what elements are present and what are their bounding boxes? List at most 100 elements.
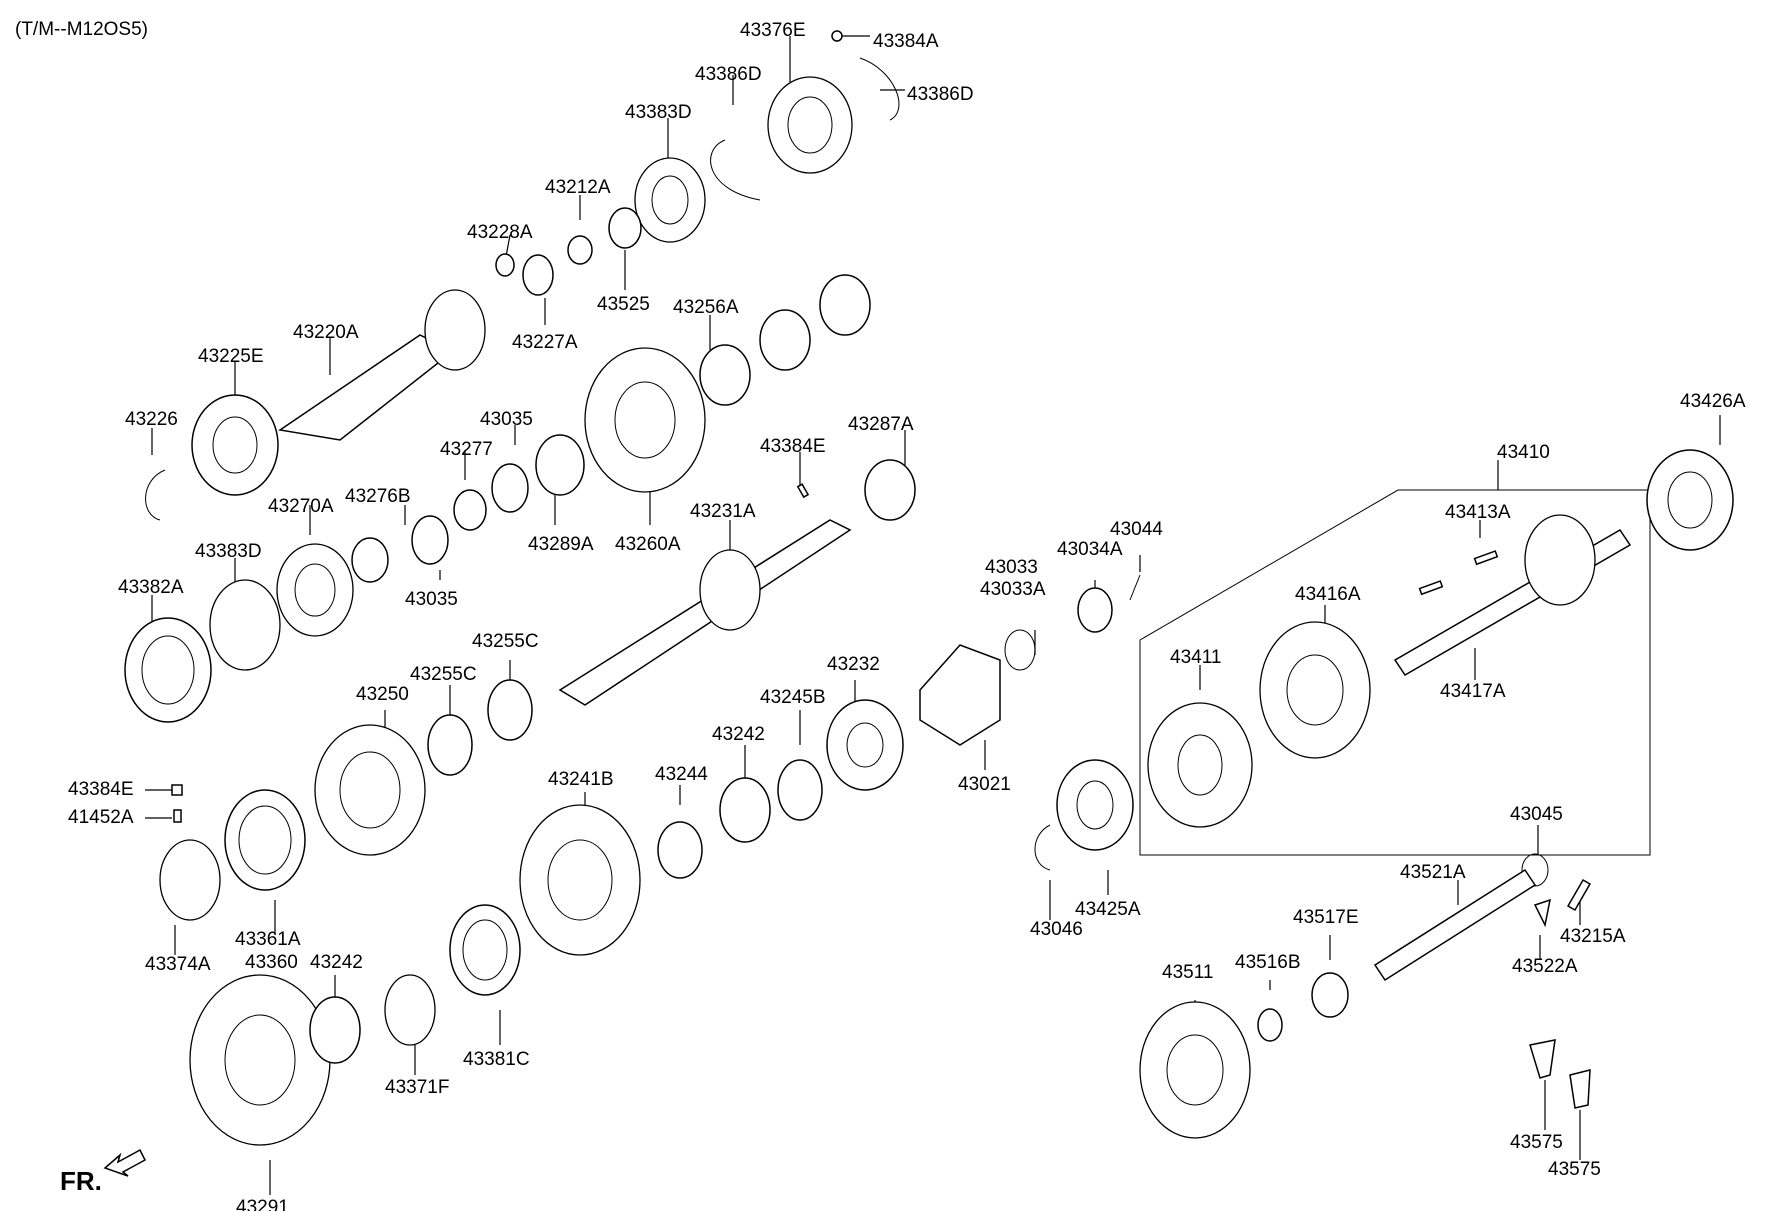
label-43384a: 43384A bbox=[873, 31, 939, 52]
front-direction-arrow-icon bbox=[103, 1148, 146, 1177]
bearing-43256a-1 bbox=[699, 344, 751, 406]
synchro-ring-43383d-mid bbox=[209, 579, 281, 671]
detent-43384e bbox=[171, 784, 183, 796]
label-43044: 43044 bbox=[1110, 519, 1163, 540]
label-43035-top: 43035 bbox=[480, 409, 533, 430]
label-43383d-top: 43383D bbox=[625, 102, 692, 123]
label-43386d-top: 43386D bbox=[695, 64, 762, 85]
gear-43416a bbox=[1259, 621, 1371, 759]
label-43289a: 43289A bbox=[528, 534, 594, 555]
label-43242-b: 43242 bbox=[310, 952, 363, 973]
bearing-43255c-b bbox=[427, 714, 473, 776]
label-43517e: 43517E bbox=[1293, 907, 1359, 928]
label-43287a: 43287A bbox=[848, 414, 914, 435]
fork-43575-b bbox=[1569, 1069, 1591, 1109]
pin-43384e bbox=[796, 483, 810, 499]
label-43212a: 43212A bbox=[545, 177, 611, 198]
label-43035-bottom: 43035 bbox=[405, 589, 458, 610]
ring-43045 bbox=[1521, 853, 1549, 887]
label-43381c: 43381C bbox=[463, 1049, 530, 1070]
ring-43228a bbox=[495, 253, 515, 277]
label-43227a: 43227A bbox=[512, 332, 578, 353]
gear-43376e bbox=[767, 76, 853, 174]
label-43231a: 43231A bbox=[690, 501, 756, 522]
front-direction-indicator: FR. bbox=[60, 1148, 146, 1196]
label-43383d-mid: 43383D bbox=[195, 541, 262, 562]
bearing-43255c-a bbox=[487, 679, 533, 741]
label-43575-b: 43575 bbox=[1548, 1159, 1601, 1180]
plate-43517e bbox=[1311, 972, 1349, 1018]
label-43244: 43244 bbox=[655, 764, 708, 785]
ring-43289a bbox=[535, 434, 585, 496]
label-43361a: 43361A bbox=[235, 929, 301, 950]
snap-ring-43226 bbox=[145, 469, 166, 521]
bearing-43256a-3 bbox=[819, 274, 871, 336]
label-43382a: 43382A bbox=[118, 577, 184, 598]
label-43033: 43033 bbox=[985, 557, 1038, 578]
label-43291: 43291 bbox=[236, 1197, 289, 1211]
plate-43522a bbox=[1533, 898, 1551, 928]
direction-label: FR. bbox=[60, 1166, 102, 1196]
bearing-43425a bbox=[1056, 759, 1134, 851]
spring-41452a bbox=[173, 809, 182, 823]
label-43384e-top: 43384E bbox=[760, 436, 826, 457]
sleeve-43227a bbox=[522, 254, 554, 296]
label-43255c-a: 43255C bbox=[472, 631, 539, 652]
gear-43291 bbox=[189, 974, 331, 1146]
label-43384e-left: 43384E bbox=[68, 779, 134, 800]
synchro-ring-43383d bbox=[634, 157, 706, 243]
label-43426a: 43426A bbox=[1680, 391, 1746, 412]
label-43228a: 43228A bbox=[467, 222, 533, 243]
key-43413a-1 bbox=[1473, 550, 1499, 566]
label-43413a: 43413A bbox=[1445, 502, 1511, 523]
bearing-43225e bbox=[191, 394, 279, 496]
label-41452a: 41452A bbox=[68, 807, 134, 828]
ring-43277 bbox=[453, 489, 487, 531]
main-shaft-gear bbox=[699, 549, 761, 631]
nut-43034a bbox=[1077, 587, 1113, 633]
washer-43245b bbox=[777, 759, 823, 821]
snap-ring-43386d-left bbox=[710, 139, 761, 201]
sleeve-43276b bbox=[351, 537, 389, 583]
gear-43250 bbox=[314, 724, 426, 856]
label-43575-a: 43575 bbox=[1510, 1132, 1563, 1153]
gear-43511 bbox=[1139, 1001, 1251, 1139]
idler-shaft-43521a bbox=[1373, 868, 1537, 982]
bearing-43242-a bbox=[719, 777, 771, 843]
label-43241b: 43241B bbox=[548, 769, 614, 790]
bearing-43256a-2 bbox=[759, 309, 811, 371]
bearing-43426a bbox=[1646, 449, 1734, 551]
bearing-43232 bbox=[826, 699, 904, 791]
label-43425a: 43425A bbox=[1075, 899, 1141, 920]
label-43277: 43277 bbox=[440, 439, 493, 460]
gear-43260a bbox=[584, 347, 706, 493]
label-43411: 43411 bbox=[1170, 647, 1221, 668]
bearing-43287a bbox=[864, 459, 916, 521]
label-43276b: 43276B bbox=[345, 486, 411, 507]
label-43417a: 43417A bbox=[1440, 681, 1506, 702]
label-43522a: 43522A bbox=[1512, 956, 1578, 977]
input-shaft-gear bbox=[424, 289, 486, 371]
label-43516b: 43516B bbox=[1235, 952, 1301, 973]
label-43255c-b: 43255C bbox=[410, 664, 477, 685]
gear-43374a bbox=[159, 839, 221, 921]
label-43034a: 43034A bbox=[1057, 539, 1123, 560]
retainer-43021 bbox=[919, 644, 1001, 746]
label-43033a: 43033A bbox=[980, 579, 1046, 600]
model-code: (T/M--M12OS5) bbox=[15, 19, 148, 40]
label-43511: 43511 bbox=[1162, 962, 1213, 983]
bearing-43242-b bbox=[309, 996, 361, 1064]
bearing-43516b bbox=[1257, 1008, 1283, 1042]
gear-43371f bbox=[384, 974, 436, 1046]
label-43250: 43250 bbox=[356, 684, 409, 705]
label-43242-a: 43242 bbox=[712, 724, 765, 745]
part-labels: 43376E 43384A 43386D 43386D 43383D 43212… bbox=[68, 20, 1746, 1211]
gear-43270a bbox=[276, 543, 354, 637]
label-43046: 43046 bbox=[1030, 919, 1083, 940]
label-43521a: 43521A bbox=[1400, 862, 1466, 883]
snap-ring-43386d-right bbox=[859, 57, 900, 121]
label-43245b: 43245B bbox=[760, 687, 826, 708]
clip-43384a bbox=[831, 30, 843, 42]
label-43021: 43021 bbox=[958, 774, 1011, 795]
